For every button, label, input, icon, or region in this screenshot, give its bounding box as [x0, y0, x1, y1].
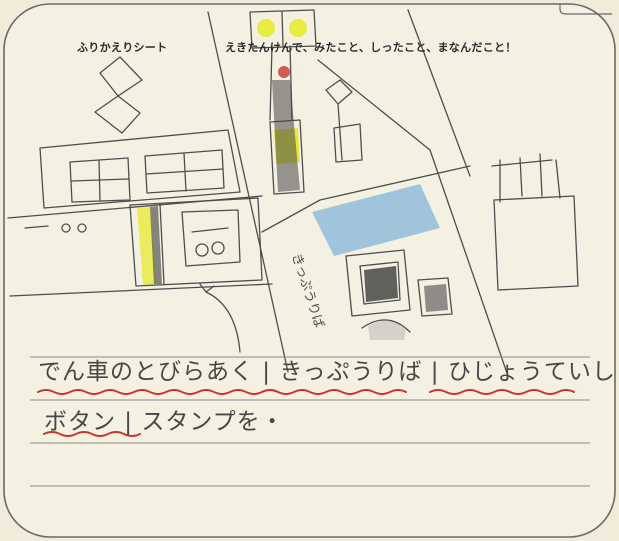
- yellow-strip-dark: [150, 206, 162, 284]
- machine-screen: [364, 266, 398, 302]
- arrow-pointer: [199, 283, 241, 353]
- tab-corner: [559, 4, 612, 15]
- red-underlines: [37, 389, 575, 437]
- train-window: [181, 209, 241, 267]
- rail-dots: [61, 223, 87, 233]
- handwritten-line-2: ボタン | スタンプを・: [44, 409, 285, 435]
- pencil-drawing: [7, 9, 579, 377]
- light-pole-shade: [272, 80, 300, 192]
- color-pencil-fills: [137, 19, 448, 340]
- sign-drawing: [94, 56, 143, 134]
- underline-1: [37, 389, 279, 395]
- sheet-title: ふりかえりシート: [77, 41, 168, 54]
- underline-4: [43, 431, 141, 437]
- blue-panel: [312, 184, 440, 256]
- small-machine: [417, 277, 453, 317]
- machine-base-shade: [368, 320, 406, 340]
- underline-2: [261, 389, 407, 395]
- sheet-prompt: えきたんけんで、みたこと、しったこと、まなんだこと！: [225, 41, 517, 54]
- small-machine-fill: [424, 284, 448, 312]
- building-window-right: [144, 149, 225, 194]
- track-right-edge: [317, 59, 509, 377]
- handwritten-line-1: でん車のとびらあく | きっぷうりば | ひじょうていし: [38, 359, 616, 385]
- traffic-light-red: [278, 66, 290, 78]
- diamond-sign: [325, 79, 363, 163]
- rail-right-edge: [407, 9, 471, 177]
- box-right: [493, 195, 579, 291]
- underline-3: [429, 389, 575, 395]
- box-top: [491, 153, 561, 203]
- building-window-left: [69, 157, 131, 203]
- traffic-light-yellow-2: [289, 19, 307, 37]
- traffic-light: [249, 9, 317, 49]
- station-building: [39, 129, 241, 209]
- traffic-light-yellow: [257, 19, 275, 37]
- machine-base: [361, 319, 411, 333]
- ticket-machine: [345, 249, 411, 317]
- writing-lines: [30, 356, 590, 487]
- track-left-edge: [207, 11, 289, 373]
- train-car: [129, 197, 263, 287]
- track-crossline: [261, 165, 471, 233]
